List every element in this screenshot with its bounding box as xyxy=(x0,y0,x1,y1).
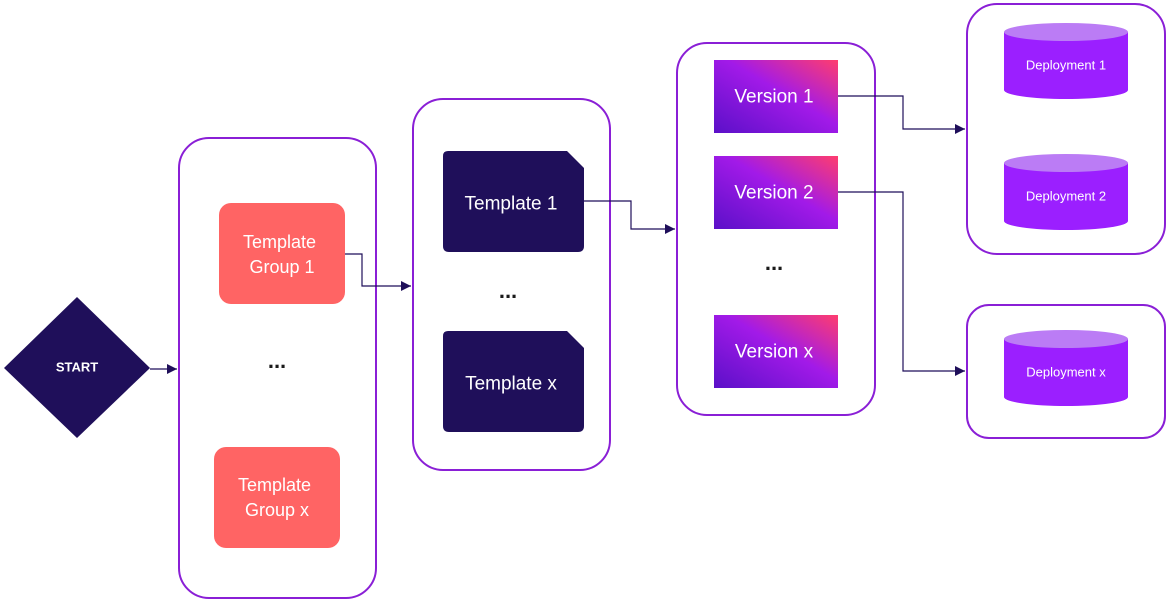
connectors xyxy=(150,95,965,376)
start-label: START xyxy=(56,360,98,375)
deployment-1-cylinder-top xyxy=(1004,23,1128,41)
connector-group1-to-templates xyxy=(345,253,411,291)
version-1-label: Version 1 xyxy=(734,87,813,108)
template-group-x: Template Group x xyxy=(214,447,340,548)
template-1: Template 1 xyxy=(443,151,584,252)
template-x-label: Template x xyxy=(465,374,557,395)
version-1-box xyxy=(714,60,838,133)
deployment-2-cylinder xyxy=(1004,163,1128,230)
template-group-x-box xyxy=(214,447,340,548)
template-group-1-label: Template Group 1 xyxy=(243,232,321,277)
template-x-shape xyxy=(443,331,584,432)
deployment-2: Deployment 2 xyxy=(1004,154,1128,230)
version-x: Version x xyxy=(714,315,838,388)
version-ellipsis: ... xyxy=(765,250,783,275)
deployment-x-cylinder xyxy=(1004,339,1128,406)
deployment-x: Deployment x xyxy=(1004,330,1128,406)
start-diamond xyxy=(4,297,150,438)
deployment-1: Deployment 1 xyxy=(1004,23,1128,99)
template-group-ellipsis: ... xyxy=(268,348,286,373)
version-2: Version 2 xyxy=(714,156,838,229)
version-x-box xyxy=(714,315,838,388)
template-1-label: Template 1 xyxy=(465,194,558,215)
deployment-x-cylinder-top xyxy=(1004,330,1128,348)
connector-version1-to-deployments xyxy=(838,95,965,134)
template-group-1: Template Group 1 xyxy=(219,203,345,304)
deployment-1-cylinder xyxy=(1004,32,1128,99)
deployment-x-label: Deployment x xyxy=(1026,365,1106,380)
template-x: Template x xyxy=(443,331,584,432)
template-ellipsis: ... xyxy=(499,278,517,303)
deployment-2-label: Deployment 2 xyxy=(1026,189,1106,204)
deployment-1-label: Deployment 1 xyxy=(1026,58,1106,73)
deployment-2-cylinder-top xyxy=(1004,154,1128,172)
start-node: START xyxy=(4,297,150,438)
template-group-1-box xyxy=(219,203,345,304)
version-2-label: Version 2 xyxy=(734,183,813,204)
connector-version2-to-deployment-x xyxy=(838,191,965,376)
connector-template1-to-versions xyxy=(584,200,675,234)
template-1-shape xyxy=(443,151,584,252)
version-1: Version 1 xyxy=(714,60,838,133)
version-2-box xyxy=(714,156,838,229)
version-x-label: Version x xyxy=(735,342,814,363)
template-group-x-label: Template Group x xyxy=(238,475,316,520)
